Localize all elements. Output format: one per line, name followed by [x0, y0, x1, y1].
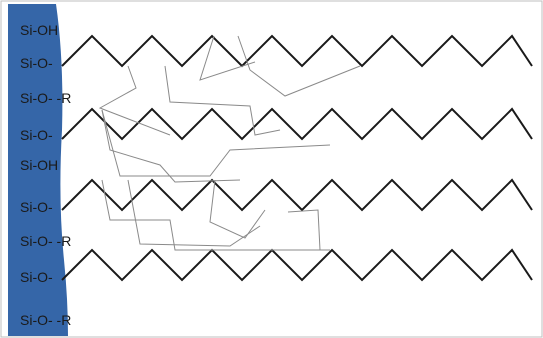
- surface-group-bonded: Si-O-: [20, 55, 53, 71]
- surface-group-silanol: Si-OH: [20, 22, 58, 38]
- surface-group-bonded: Si-O-: [20, 269, 53, 285]
- surface-group-bonded: Si-O-: [20, 199, 53, 215]
- surface-group-silanol: Si-OH: [20, 157, 58, 173]
- surface-group-endcapped: Si-O- -R: [20, 90, 71, 106]
- surface-group-endcapped: Si-O- -R: [20, 312, 71, 328]
- surface-group-bonded: Si-O-: [20, 127, 53, 143]
- surface-group-endcapped: Si-O- -R: [20, 233, 71, 249]
